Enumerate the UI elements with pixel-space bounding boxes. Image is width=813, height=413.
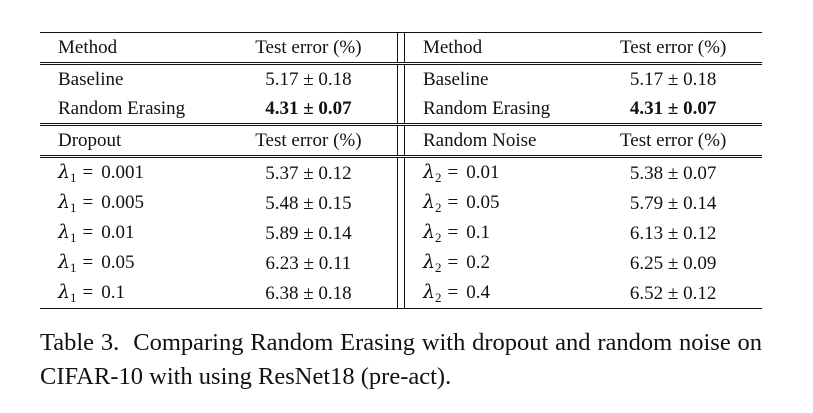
equals-sign: = <box>82 222 94 243</box>
row-value-right-best: 4.31 ± 0.07 <box>629 98 717 119</box>
param-error-right: 6.52 ± 0.12 <box>584 278 762 309</box>
column-separator <box>397 155 405 188</box>
lambda-symbol: λ <box>422 251 436 273</box>
header-method-right: Method <box>404 32 585 64</box>
column-separator <box>397 188 405 218</box>
lambda-symbol: λ <box>58 251 71 273</box>
param-error-left: 6.38 ± 0.18 <box>219 278 398 309</box>
lambda-value: 0.005 <box>101 192 145 213</box>
param-error-right: 5.38 ± 0.07 <box>584 155 762 188</box>
header-metric-left: Test error (%) <box>219 32 398 64</box>
param-setting-left: λ1 = 0.001 <box>40 155 220 188</box>
section-metric-right: Test error (%) <box>584 123 762 157</box>
lambda-subscript: 1 <box>70 200 77 215</box>
equals-sign: = <box>447 192 459 213</box>
equals-sign: = <box>447 252 459 273</box>
lambda-value: 0.1 <box>466 222 490 243</box>
param-error-right: 6.13 ± 0.12 <box>629 222 717 244</box>
lambda-symbol: λ <box>422 191 436 213</box>
lambda-value: 0.01 <box>466 162 500 183</box>
lambda-symbol: λ <box>422 221 436 243</box>
lambda-symbol: λ <box>58 161 71 183</box>
lambda-symbol: λ <box>422 161 436 183</box>
lambda-value: 0.2 <box>466 252 490 273</box>
lambda-symbol: λ <box>58 191 71 213</box>
row-value-right: 5.17 ± 0.18 <box>584 62 762 94</box>
section-header-row: Dropout Test error (%) Random Noise Test… <box>40 123 762 157</box>
param-error-left: 5.48 ± 0.15 <box>265 192 352 214</box>
lambda-value: 0.4 <box>466 282 490 303</box>
param-error-right: 5.79 ± 0.14 <box>629 192 717 214</box>
row-method-left: Baseline <box>40 62 220 94</box>
lambda-subscript: 2 <box>435 200 442 215</box>
lambda-subscript: 2 <box>435 260 442 275</box>
param-setting-right: λ2 = 0.4 <box>404 278 585 309</box>
section-method-left: Dropout <box>40 123 220 157</box>
param-setting-left: λ1 = 0.05 <box>40 248 220 278</box>
equals-sign: = <box>447 162 459 183</box>
lambda-value: 0.001 <box>101 162 145 183</box>
header-method-left: Method <box>40 32 220 64</box>
param-setting-right: λ2 = 0.01 <box>404 155 585 188</box>
section-metric-left: Test error (%) <box>219 123 398 157</box>
caption-text: Comparing Random Erasing with dropout an… <box>40 329 762 390</box>
param-setting-right: λ2 = 0.1 <box>404 218 584 248</box>
lambda-value: 0.05 <box>466 192 500 213</box>
column-separator <box>397 62 405 94</box>
lambda-value: 0.1 <box>101 282 126 303</box>
lambda-subscript: 2 <box>435 290 442 305</box>
lambda-value: 0.01 <box>101 222 135 243</box>
lambda-subscript: 2 <box>435 230 442 245</box>
lambda-subscript: 1 <box>70 290 77 305</box>
column-separator <box>397 218 405 248</box>
lambda-value: 0.05 <box>101 252 135 273</box>
param-error-left: 6.23 ± 0.11 <box>265 252 352 274</box>
row-value-left-best: 4.31 ± 0.07 <box>265 98 352 119</box>
column-separator <box>397 32 405 64</box>
column-separator <box>397 94 405 125</box>
lambda-subscript: 1 <box>70 230 77 245</box>
param-setting-left: λ1 = 0.005 <box>40 188 220 218</box>
column-separator <box>397 123 405 157</box>
lambda-subscript: 2 <box>435 170 442 185</box>
param-setting-right: λ2 = 0.2 <box>404 248 584 278</box>
column-separator <box>397 278 405 309</box>
equals-sign: = <box>447 282 459 303</box>
table-caption: Table 3.Comparing Random Erasing with dr… <box>40 326 762 394</box>
lambda-symbol: λ <box>58 281 71 303</box>
lambda-symbol: λ <box>58 221 71 243</box>
header-metric-right: Test error (%) <box>584 32 762 64</box>
caption-label: Table 3. <box>40 329 120 356</box>
row-method-right: Baseline <box>404 62 585 94</box>
param-setting-right: λ2 = 0.05 <box>404 188 584 218</box>
section-method-right: Random Noise <box>404 123 585 157</box>
row-method-left: Random Erasing <box>58 98 186 119</box>
lambda-symbol: λ <box>422 281 436 303</box>
equals-sign: = <box>82 252 94 273</box>
equals-sign: = <box>447 222 459 243</box>
param-error-left: 5.89 ± 0.14 <box>265 222 352 244</box>
column-separator <box>397 248 405 278</box>
summary-row: Baseline 5.17 ± 0.18 Baseline 5.17 ± 0.1… <box>40 62 762 94</box>
param-setting-left: λ1 = 0.01 <box>40 218 220 248</box>
summary-row: Random Erasing 4.31 ± 0.07 Random Erasin… <box>40 94 762 125</box>
row-method-right: Random Erasing <box>422 98 551 119</box>
param-setting-left: λ1 = 0.1 <box>40 278 220 309</box>
lambda-subscript: 1 <box>70 260 77 275</box>
equals-sign: = <box>82 192 94 213</box>
param-error-left: 5.37 ± 0.12 <box>219 155 398 188</box>
row-value-left: 5.17 ± 0.18 <box>219 62 398 94</box>
results-table: Method Test error (%) Method Test error … <box>40 32 762 309</box>
param-error-right: 6.25 ± 0.09 <box>629 252 717 274</box>
lambda-subscript: 1 <box>70 170 77 185</box>
equals-sign: = <box>82 162 94 183</box>
header-row: Method Test error (%) Method Test error … <box>40 32 762 64</box>
equals-sign: = <box>82 282 94 303</box>
